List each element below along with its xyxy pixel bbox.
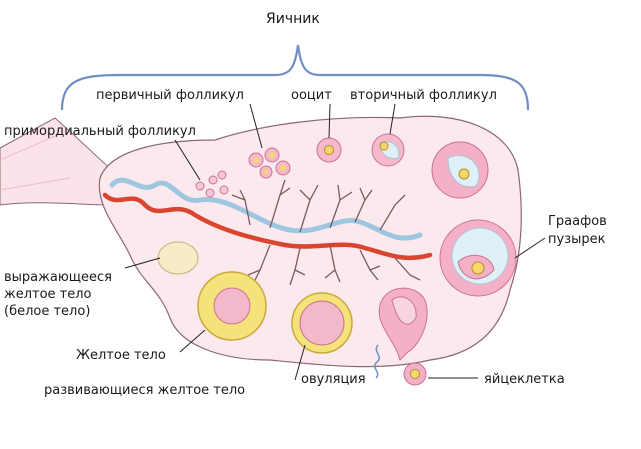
graafian-follicle [439, 219, 517, 297]
oocyte-label: ооцит [291, 88, 332, 103]
vessel-branches [231, 179, 421, 286]
corpus-luteum [197, 271, 267, 341]
corpus-albicans [157, 241, 199, 275]
egg-cell [403, 362, 427, 386]
primary-follicles [248, 147, 291, 179]
corpus-luteum-label: Желтое тело [76, 348, 166, 363]
developing-corpus-luteum [291, 292, 353, 354]
ovulating-follicle [378, 287, 428, 361]
ovulation-label: овуляция [301, 372, 366, 387]
leader-lines [124, 103, 546, 381]
artery [102, 192, 433, 261]
tertiary-follicle [431, 141, 489, 199]
degenerating-corpus-label-line1: выражающееся [4, 270, 112, 285]
primordial-follicles [195, 170, 229, 198]
ovary-bracket [60, 44, 530, 111]
oocyte-follicle [316, 137, 342, 163]
degenerating-corpus-label-line3: (белое тело) [4, 304, 91, 319]
graafian-follicle-label-line1: Граафов [548, 214, 607, 229]
primordial-follicle-label: примордиальный фолликул [4, 124, 196, 139]
graafian-follicle-label-line2: пузырек [548, 232, 606, 247]
primary-follicle-label: первичный фолликул [96, 88, 244, 103]
vein [109, 177, 423, 241]
degenerating-corpus-label-line2: желтое тело [4, 287, 92, 302]
ovary-label: Яичник [266, 11, 320, 27]
egg-cell-label: яйцеклетка [484, 372, 565, 387]
secondary-follicle-label: вторичный фолликул [350, 88, 497, 103]
secondary-follicle [371, 133, 405, 167]
ovulation-wave [374, 344, 380, 379]
developing-corpus-luteum-label: развивающиеся желтое тело [44, 383, 246, 398]
